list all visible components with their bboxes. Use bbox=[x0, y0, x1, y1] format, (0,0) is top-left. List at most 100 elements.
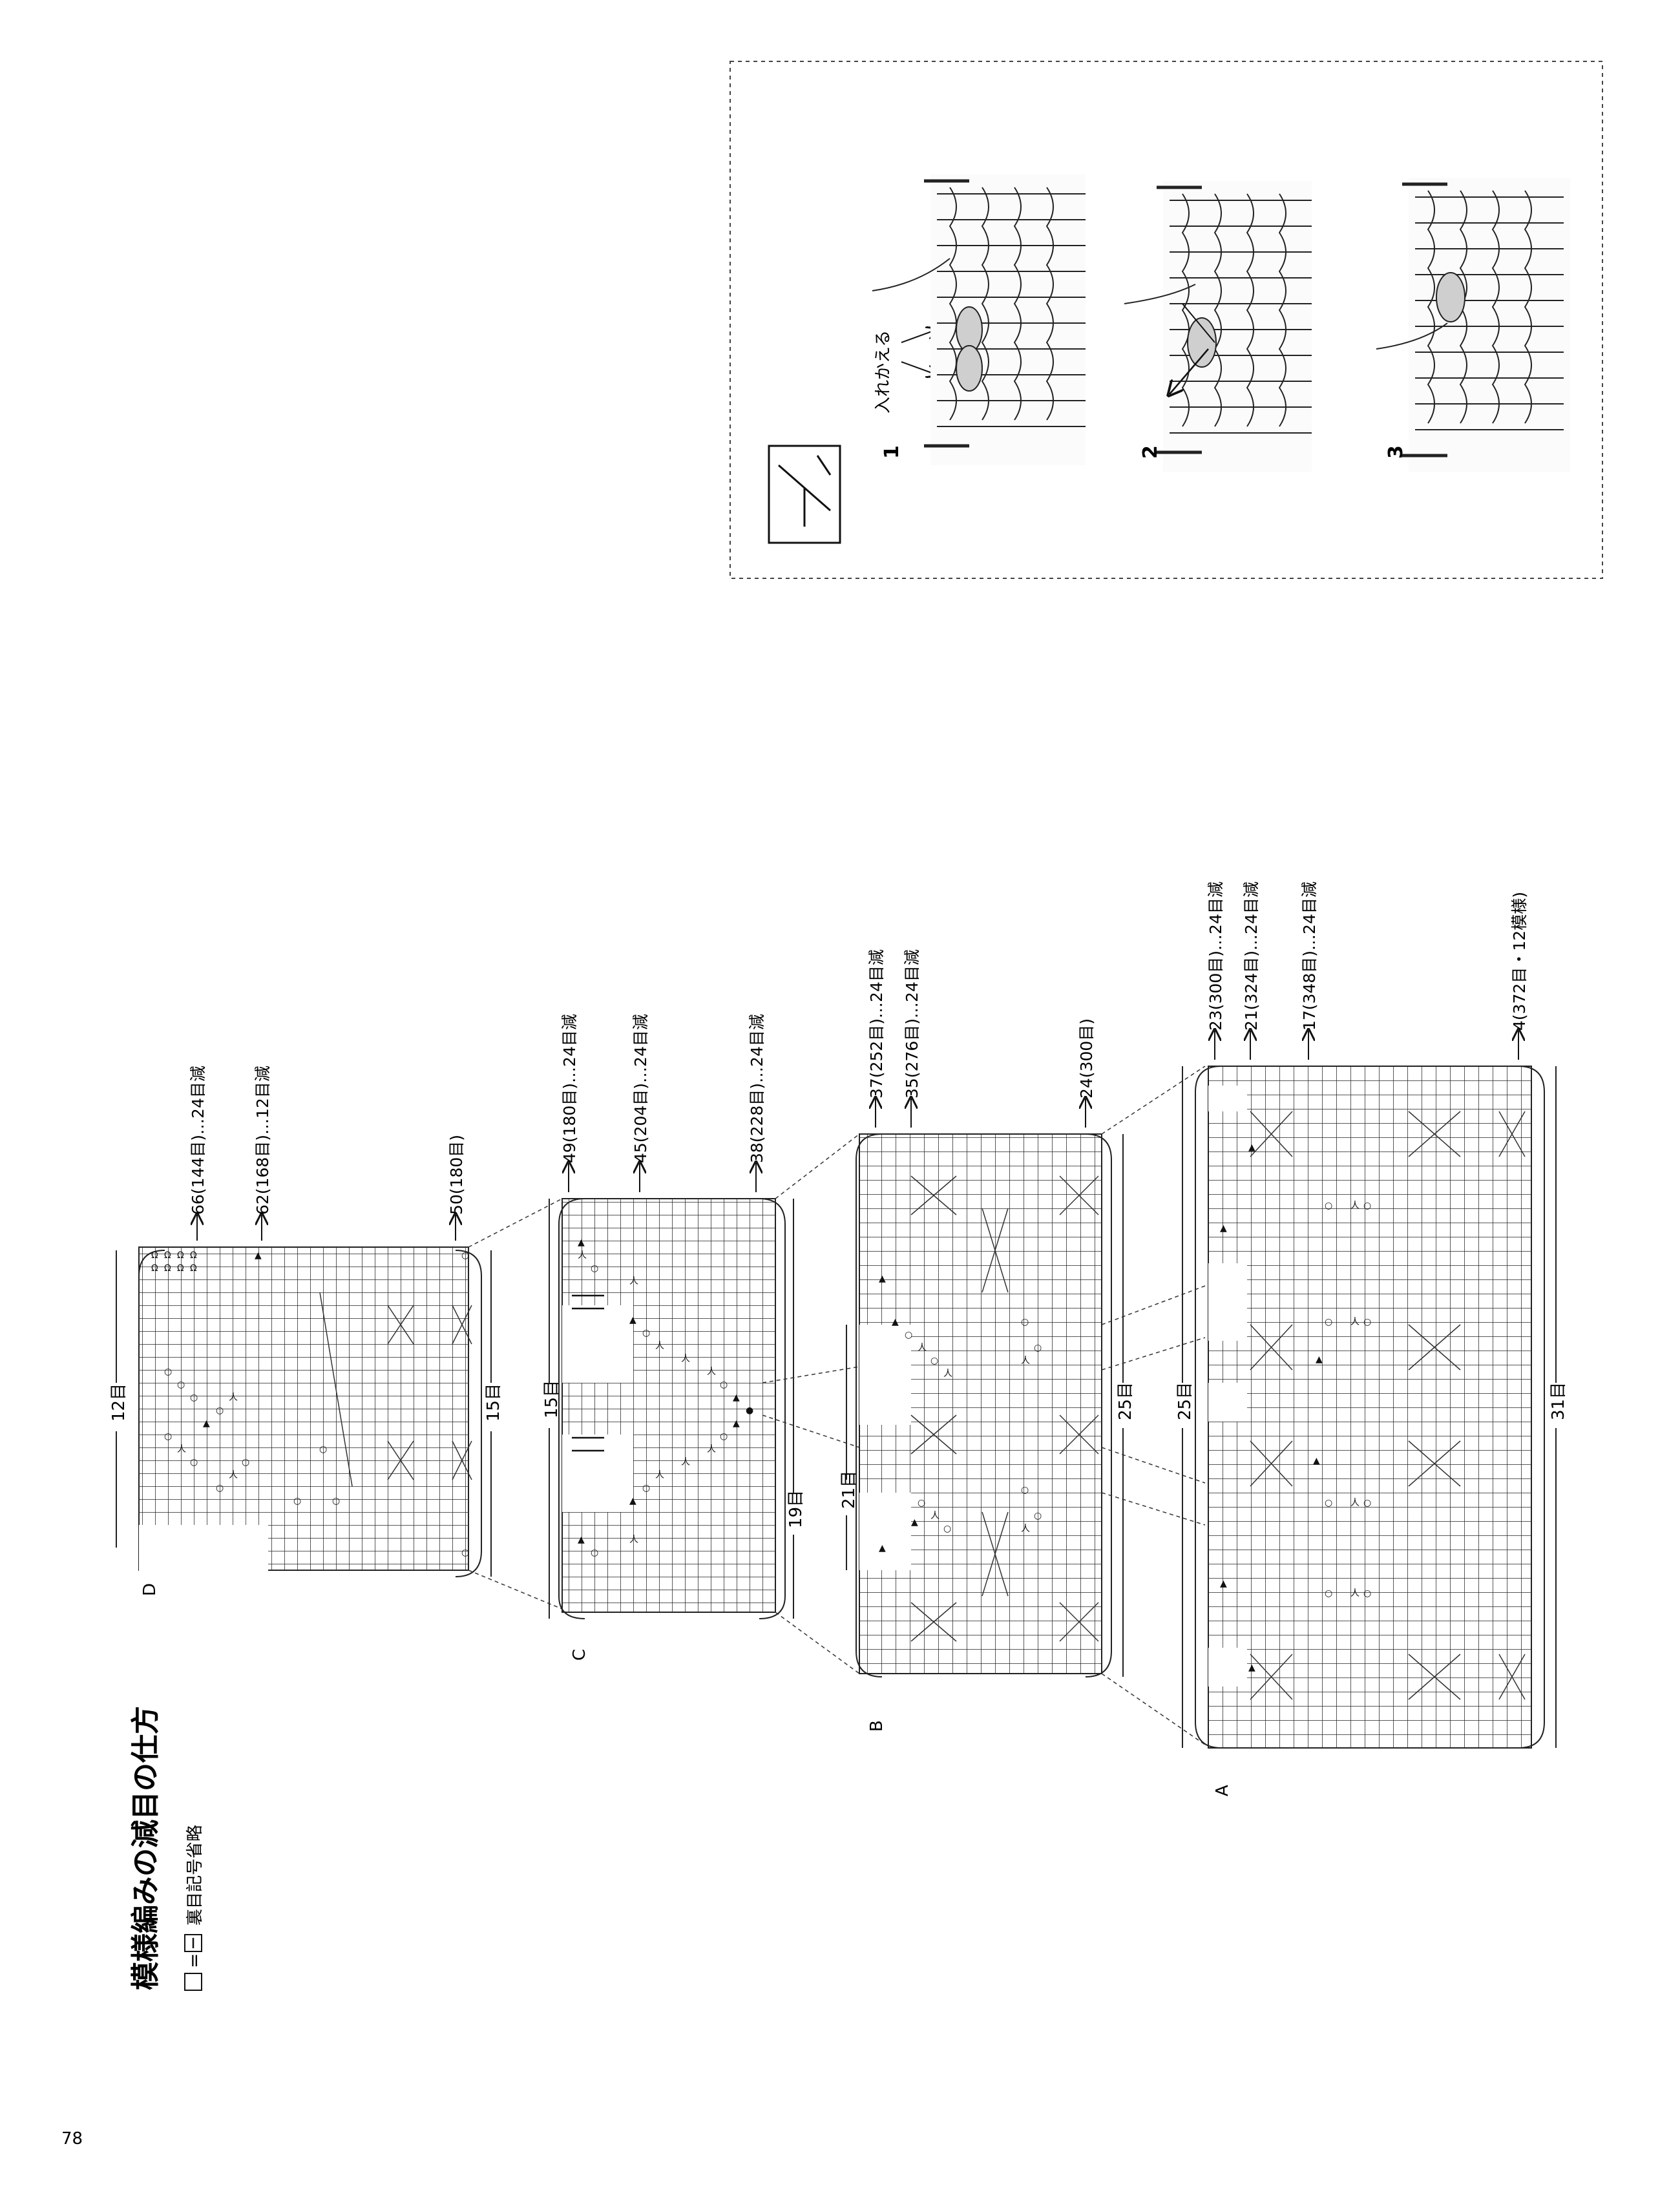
technique-box: 1 入れかえる 2 bbox=[730, 61, 1603, 579]
svg-text:○: ○ bbox=[642, 1483, 650, 1493]
svg-text:○: ○ bbox=[905, 1330, 912, 1340]
svg-text:○: ○ bbox=[642, 1328, 650, 1338]
chart-d-row-1: 66(144目)…24目減 bbox=[189, 1066, 207, 1215]
chart-c-row-3: 38(228目)…24目減 bbox=[748, 1014, 766, 1163]
chart-a-row-3: 17(348目)…24目減 bbox=[1300, 881, 1319, 1031]
svg-text:○: ○ bbox=[216, 1405, 224, 1416]
chart-a-row-4: 4(372目・12模様) bbox=[1510, 892, 1529, 1031]
step-1-note: 入れかえる bbox=[874, 330, 893, 414]
svg-text:人: 人 bbox=[1350, 1498, 1360, 1508]
svg-text:▲: ▲ bbox=[879, 1543, 886, 1553]
step-3-number: 3 bbox=[1385, 445, 1407, 459]
svg-text:人: 人 bbox=[655, 1470, 664, 1480]
svg-text:Ω: Ω bbox=[151, 1263, 158, 1274]
svg-text:○: ○ bbox=[190, 1393, 198, 1403]
svg-text:人: 人 bbox=[229, 1393, 238, 1403]
chart-d-top-width: 12目 bbox=[109, 1383, 129, 1422]
svg-text:●: ● bbox=[746, 1405, 753, 1416]
chart-b-row-1: 37(252目)…24目減 bbox=[867, 949, 886, 1098]
connectors-d-c bbox=[468, 1198, 563, 1610]
svg-text:○: ○ bbox=[319, 1444, 327, 1455]
svg-text:人: 人 bbox=[1021, 1524, 1030, 1534]
connectors-c-b bbox=[762, 1133, 860, 1674]
svg-text:▲: ▲ bbox=[255, 1250, 262, 1261]
svg-text:▲: ▲ bbox=[1248, 1142, 1255, 1153]
chart-a-row-1: 23(300目)…24目減 bbox=[1206, 881, 1225, 1031]
svg-text:○: ○ bbox=[720, 1380, 728, 1390]
svg-text:▲: ▲ bbox=[733, 1418, 740, 1429]
chart-a-grid bbox=[1208, 1066, 1532, 1749]
svg-text:▲: ▲ bbox=[629, 1496, 636, 1506]
svg-text:人: 人 bbox=[681, 1354, 690, 1364]
chart-a-label: A bbox=[1213, 1785, 1232, 1796]
svg-text:○: ○ bbox=[1325, 1317, 1332, 1327]
svg-text:○: ○ bbox=[943, 1524, 951, 1534]
svg-text:人: 人 bbox=[578, 1250, 587, 1261]
svg-text:▲: ▲ bbox=[1220, 1223, 1227, 1234]
chart-a-symbols: ▲▲▲ ▲▲▲ ○人○ ○人○ ○人○ ○人○ bbox=[1220, 1142, 1371, 1673]
svg-text:人: 人 bbox=[229, 1470, 238, 1480]
svg-text:人: 人 bbox=[629, 1276, 638, 1287]
chart-b-bottom-width: 25目 bbox=[1116, 1382, 1135, 1420]
svg-text:○: ○ bbox=[242, 1457, 249, 1467]
chart-c-row-2: 45(204目)…24目減 bbox=[631, 1014, 650, 1163]
step-1-illustration bbox=[872, 174, 1086, 465]
svg-text:人: 人 bbox=[1350, 1317, 1360, 1327]
chart-a-top-width: 25目 bbox=[1175, 1382, 1195, 1420]
chart-b-top-width: 21目 bbox=[839, 1471, 859, 1509]
svg-text:人: 人 bbox=[629, 1535, 638, 1545]
chart-d-row-3: 50(180目) bbox=[447, 1135, 466, 1215]
svg-text:▲: ▲ bbox=[578, 1535, 585, 1545]
chart-a-row-2: 21(324目)…24目減 bbox=[1242, 881, 1261, 1031]
svg-text:○: ○ bbox=[293, 1496, 301, 1506]
svg-text:▲: ▲ bbox=[578, 1237, 585, 1248]
svg-text:人: 人 bbox=[707, 1367, 716, 1377]
svg-text:○: ○ bbox=[720, 1431, 728, 1442]
chart-c-label: C bbox=[570, 1649, 589, 1661]
svg-text:人: 人 bbox=[930, 1511, 940, 1521]
svg-text:人: 人 bbox=[707, 1444, 716, 1455]
svg-text:○: ○ bbox=[1021, 1485, 1029, 1495]
chart-d-bottom-width: 15目 bbox=[484, 1383, 503, 1422]
svg-text:人: 人 bbox=[1350, 1588, 1360, 1599]
svg-text:○: ○ bbox=[1325, 1498, 1332, 1508]
svg-text:▲: ▲ bbox=[879, 1274, 886, 1284]
svg-text:Ω: Ω bbox=[190, 1263, 197, 1274]
chart-c-symbols: ▲人○ 人▲○ 人人人 ○▲● ▲○人 人人○ ▲▲○ 人 bbox=[578, 1237, 753, 1558]
legend-text: 裏目記号省略 bbox=[185, 1825, 205, 1926]
svg-text:○: ○ bbox=[216, 1483, 224, 1493]
svg-text:○: ○ bbox=[164, 1431, 172, 1442]
svg-text:▲: ▲ bbox=[1220, 1579, 1227, 1589]
svg-text:○: ○ bbox=[1325, 1201, 1332, 1211]
chart-b: B ▲▲○ 人○人 ○人○ ○人○ ▲▲ ○人○ 21目 2 bbox=[839, 949, 1135, 1732]
svg-text:Ω: Ω bbox=[164, 1250, 171, 1261]
step-2-illustration bbox=[1124, 181, 1312, 472]
svg-text:○: ○ bbox=[930, 1356, 938, 1366]
svg-text:○: ○ bbox=[461, 1548, 469, 1558]
svg-text:人: 人 bbox=[177, 1444, 186, 1455]
svg-text:▲: ▲ bbox=[203, 1418, 210, 1429]
svg-text:○: ○ bbox=[1325, 1588, 1332, 1599]
svg-text:○: ○ bbox=[1363, 1201, 1371, 1211]
svg-text:○: ○ bbox=[1363, 1498, 1371, 1508]
svg-text:▲: ▲ bbox=[911, 1517, 918, 1528]
svg-text:▲: ▲ bbox=[733, 1393, 740, 1403]
chart-c-grid bbox=[562, 1198, 776, 1613]
svg-text:○: ○ bbox=[918, 1498, 925, 1508]
blank-cell-icon bbox=[184, 1973, 202, 1991]
chart-c-row-1: 49(180目)…24目減 bbox=[560, 1014, 579, 1163]
chart-d-label: D bbox=[140, 1583, 160, 1596]
svg-text:Ω: Ω bbox=[164, 1263, 171, 1274]
svg-text:Ω: Ω bbox=[177, 1263, 184, 1274]
page-title: 模様編みの減目の仕方 bbox=[129, 1706, 162, 1990]
svg-text:▲: ▲ bbox=[1316, 1354, 1323, 1365]
chart-b-row-2: 35(276目)…24目減 bbox=[903, 949, 921, 1098]
svg-text:○: ○ bbox=[1363, 1588, 1371, 1599]
step-3-illustration bbox=[1376, 178, 1570, 472]
chart-c: C ▲人○ 人▲○ 人人人 ○▲● ▲○人 人人○ ▲▲○ 人 15目 19目 … bbox=[542, 1014, 806, 1661]
svg-text:○: ○ bbox=[591, 1263, 598, 1274]
svg-text:○: ○ bbox=[1021, 1317, 1029, 1327]
